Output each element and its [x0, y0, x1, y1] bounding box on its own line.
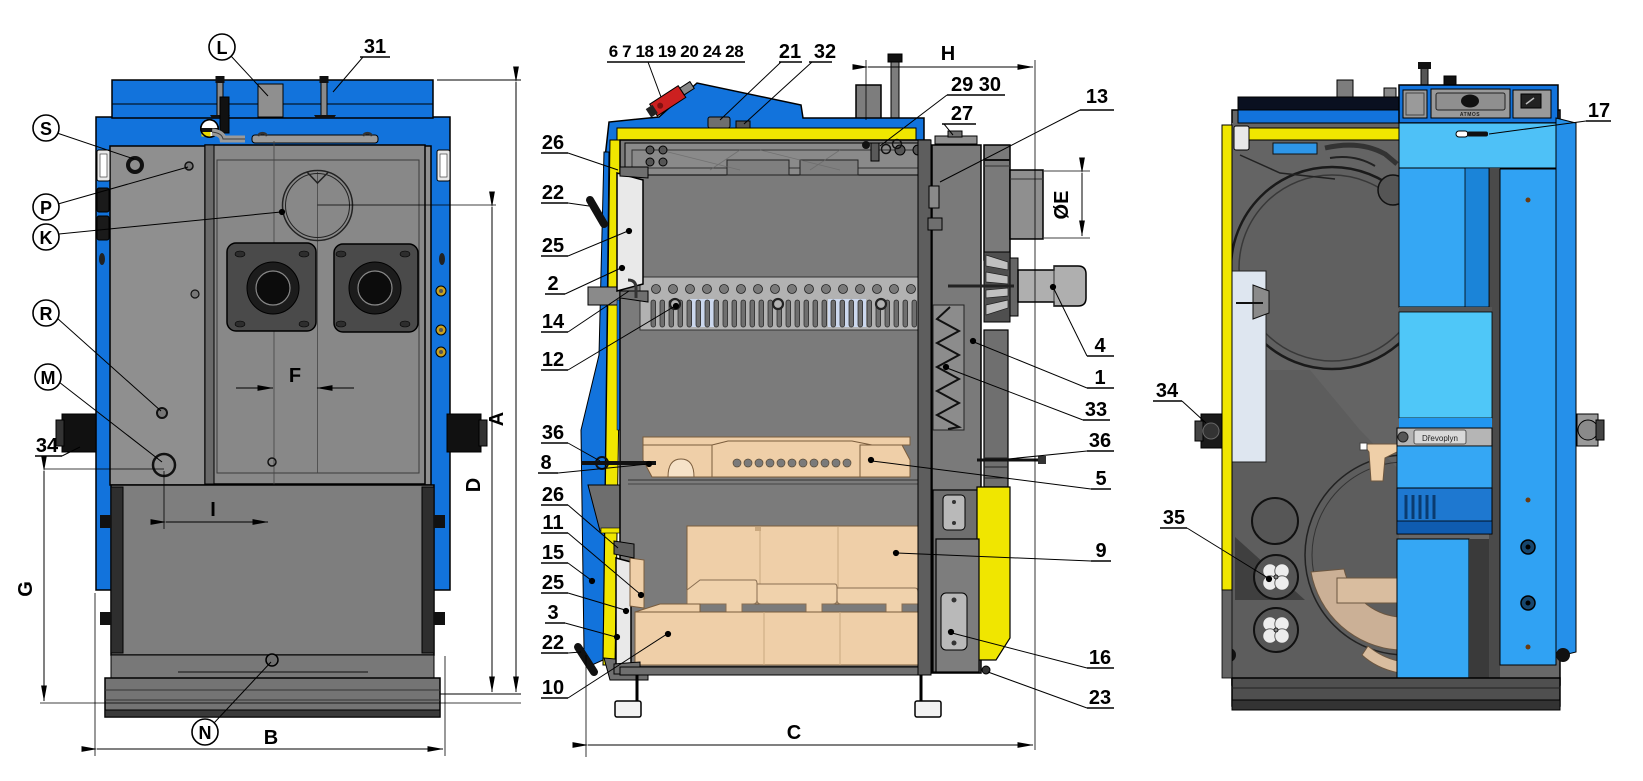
svg-text:R: R	[40, 304, 53, 324]
svg-text:ATMOS: ATMOS	[1460, 112, 1480, 118]
svg-text:M: M	[41, 368, 56, 388]
svg-text:12: 12	[542, 349, 564, 371]
svg-text:22: 22	[542, 182, 564, 204]
svg-text:11: 11	[542, 512, 563, 534]
svg-text:26: 26	[542, 132, 564, 154]
svg-text:36: 36	[542, 422, 564, 444]
svg-text:17: 17	[1588, 100, 1610, 122]
svg-text:K: K	[40, 228, 53, 248]
svg-text:14: 14	[542, 311, 565, 333]
svg-text:C: C	[787, 722, 801, 744]
svg-text:N: N	[199, 723, 212, 743]
svg-text:23: 23	[1089, 687, 1111, 709]
svg-text:ØE: ØE	[1051, 191, 1073, 220]
svg-text:22: 22	[542, 632, 564, 654]
svg-text:S: S	[40, 119, 52, 139]
svg-text:27: 27	[951, 103, 973, 125]
svg-text:P: P	[40, 198, 52, 218]
svg-text:D: D	[463, 478, 485, 492]
svg-text:32: 32	[814, 41, 836, 63]
svg-text:10: 10	[542, 677, 564, 699]
svg-text:29 30: 29 30	[951, 74, 1001, 96]
svg-text:5: 5	[1095, 468, 1106, 490]
svg-text:13: 13	[1086, 86, 1108, 108]
svg-text:G: G	[15, 581, 37, 597]
svg-text:9: 9	[1095, 540, 1106, 562]
svg-text:B: B	[264, 727, 278, 749]
svg-text:36: 36	[1089, 430, 1111, 452]
svg-text:1: 1	[1094, 367, 1105, 389]
svg-text:25: 25	[542, 572, 564, 594]
svg-text:I: I	[210, 499, 216, 521]
svg-text:26: 26	[542, 484, 564, 506]
svg-text:33: 33	[1085, 399, 1107, 421]
svg-text:25: 25	[542, 235, 564, 257]
svg-text:2: 2	[547, 273, 558, 295]
svg-text:8: 8	[540, 452, 551, 474]
svg-text:34: 34	[36, 435, 59, 457]
svg-text:A: A	[486, 412, 508, 426]
svg-text:34: 34	[1156, 380, 1179, 402]
svg-text:H: H	[941, 43, 955, 65]
svg-text:31: 31	[364, 36, 386, 58]
svg-text:35: 35	[1163, 507, 1185, 529]
svg-text:15: 15	[542, 542, 564, 564]
svg-text:Dřevoplyn: Dřevoplyn	[1422, 434, 1458, 443]
svg-text:16: 16	[1089, 647, 1111, 669]
svg-text:21: 21	[779, 41, 801, 63]
svg-text:6 7 18 19 20 24 28: 6 7 18 19 20 24 28	[609, 42, 744, 61]
svg-text:4: 4	[1094, 335, 1106, 357]
svg-text:L: L	[217, 38, 228, 58]
svg-text:3: 3	[547, 602, 558, 624]
svg-text:F: F	[289, 365, 301, 387]
